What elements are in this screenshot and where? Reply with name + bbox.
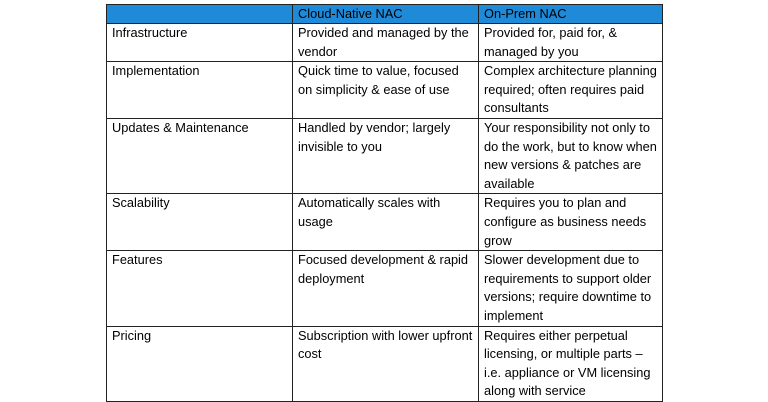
row-label: Features (106, 250, 293, 327)
header-row: Cloud-Native NAC On-Prem NAC (106, 4, 663, 24)
comparison-table: Cloud-Native NAC On-Prem NAC Infrastruct… (106, 4, 663, 402)
header-corner-cell (106, 4, 293, 24)
row-label: Infrastructure (106, 22, 293, 63)
table-header: Cloud-Native NAC On-Prem NAC (106, 4, 663, 24)
table-row-updates-maintenance: Updates & Maintenance Handled by vendor;… (106, 117, 663, 195)
row-label: Implementation (106, 61, 293, 119)
on-prem-cell: Complex architecture planning required; … (478, 61, 663, 119)
table-row-scalability: Scalability Automatically scales with us… (106, 193, 663, 252)
table-row-implementation: Implementation Quick time to value, focu… (106, 61, 663, 119)
on-prem-cell: Provided for, paid for, & managed by you (478, 22, 663, 63)
row-label: Updates & Maintenance (106, 117, 293, 195)
header-cloud-native: Cloud-Native NAC (292, 4, 479, 24)
cloud-native-cell: Handled by vendor; largely invisible to … (292, 117, 479, 195)
cloud-native-cell: Provided and managed by the vendor (292, 22, 479, 63)
cloud-native-cell: Subscription with lower upfront cost (292, 325, 479, 402)
row-label: Pricing (106, 325, 293, 402)
cloud-native-cell: Focused development & rapid deployment (292, 250, 479, 327)
table-body: Infrastructure Provided and managed by t… (106, 22, 663, 402)
cloud-native-cell: Quick time to value, focused on simplici… (292, 61, 479, 119)
table-row-features: Features Focused development & rapid dep… (106, 250, 663, 327)
row-label: Scalability (106, 193, 293, 252)
header-on-prem: On-Prem NAC (478, 4, 663, 24)
cloud-native-cell: Automatically scales with usage (292, 193, 479, 252)
on-prem-cell: Your responsibility not only to do the w… (478, 117, 663, 195)
on-prem-cell: Slower development due to requirements t… (478, 250, 663, 327)
on-prem-cell: Requires you to plan and configure as bu… (478, 193, 663, 252)
table-row-infrastructure: Infrastructure Provided and managed by t… (106, 22, 663, 63)
table-row-pricing: Pricing Subscription with lower upfront … (106, 325, 663, 402)
on-prem-cell: Requires either perpetual licensing, or … (478, 325, 663, 402)
